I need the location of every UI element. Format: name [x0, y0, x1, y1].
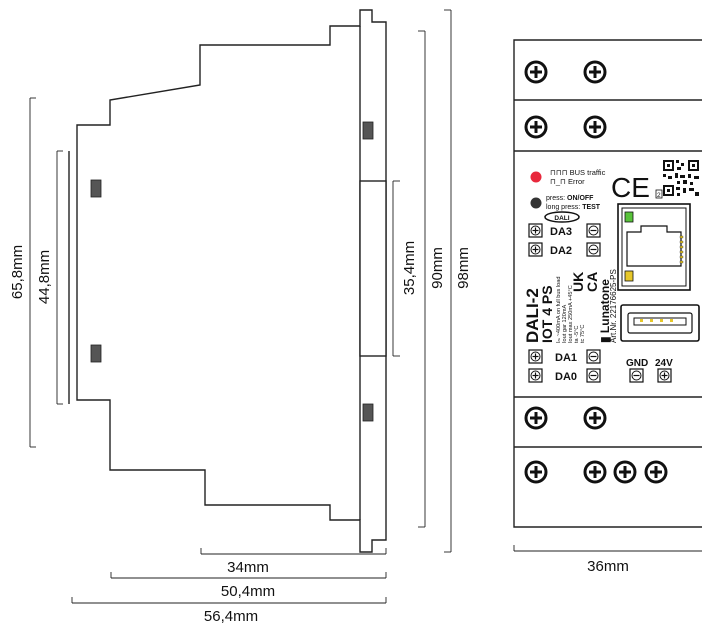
ukca-mark-line1: UK — [570, 272, 586, 292]
screw-terminal — [583, 115, 607, 139]
bottom-screw-row-2 — [524, 460, 668, 484]
led-legend-bus: ⊓⊓⊓ BUS traffic — [550, 168, 606, 177]
product-label-rotated: DALI-2 IOT 4 PS Iₘ ~400mA on full bus lo… — [523, 269, 618, 343]
article-number: Art.Nr. 22176625-PS — [609, 269, 618, 343]
dim-height-left: 65,8mm — [9, 245, 26, 299]
front-view: ⊓⊓⊓ BUS traffic ⊓_⊓ Error press: ON/OFF … — [513, 39, 702, 575]
brand-logo: ▮ Lunatone — [598, 279, 612, 343]
bottom-screw-row-1 — [524, 406, 607, 430]
top-screw-row-2 — [524, 115, 607, 139]
status-led-red — [530, 171, 542, 183]
front-width-dimension — [513, 545, 702, 552]
screw-terminal — [524, 115, 548, 139]
side-latches — [90, 121, 374, 422]
dim-front-width: 36mm — [587, 558, 629, 575]
ce-mark: CE — [611, 172, 650, 203]
link-led-green — [624, 211, 634, 223]
qr-number: 2 — [657, 192, 661, 199]
dim-height-window: 35,4mm — [401, 241, 418, 295]
side-view — [68, 9, 387, 553]
svg-text:Iₘ ~400mA on full bus load: Iₘ ~400mA on full bus load — [556, 277, 562, 343]
svg-text:DALI: DALI — [554, 215, 569, 222]
terminal-da1: DA1 — [528, 349, 601, 364]
terminal-da0: DA0 — [528, 368, 601, 383]
svg-text:tc 75°C: tc 75°C — [580, 325, 586, 343]
ethernet-port[interactable] — [617, 203, 691, 291]
dim-height-outer: 98mm — [455, 247, 472, 289]
front-outline — [513, 39, 702, 528]
activity-led-yellow — [624, 270, 634, 282]
svg-text:GND: GND — [626, 358, 648, 369]
side-window — [359, 180, 387, 357]
dim-height-front: 44,8mm — [36, 250, 53, 304]
side-profile-outline — [76, 9, 387, 553]
svg-text:ta -5°C: ta -5°C — [574, 326, 580, 343]
svg-text:DA1: DA1 — [555, 352, 577, 364]
terminal-da2: DA2 — [528, 242, 601, 257]
screw-terminal — [644, 460, 668, 484]
svg-text:DA3: DA3 — [550, 226, 572, 238]
push-button-dark[interactable] — [530, 197, 542, 209]
button-legend-press: press: ON/OFF — [546, 195, 594, 202]
led-legend-error: ⊓_⊓ Error — [550, 177, 585, 186]
latch-mark — [90, 344, 102, 363]
screw-terminal — [583, 406, 607, 430]
terminal-24v: 24V — [655, 358, 673, 383]
screw-terminal — [613, 460, 637, 484]
top-screw-row-1 — [524, 60, 607, 84]
latch-mark — [362, 403, 374, 422]
button-legend-long: long press: TEST — [546, 204, 601, 211]
dali-logo: DALI — [544, 211, 580, 223]
dim-depth-total: 56,4mm — [204, 608, 258, 625]
usb-port[interactable] — [620, 304, 700, 342]
latch-mark — [90, 179, 102, 198]
dim-depth-front: 34mm — [227, 559, 269, 576]
side-vertical-dimensions — [29, 9, 452, 553]
svg-text:DA2: DA2 — [550, 245, 572, 257]
screw-terminal — [524, 60, 548, 84]
screw-terminal — [583, 460, 607, 484]
ukca-mark-line2: CA — [584, 272, 600, 292]
side-horizontal-dimensions — [71, 548, 387, 604]
terminal-gnd: GND — [626, 358, 648, 383]
terminal-da3: DA3 — [528, 223, 601, 238]
svg-text:24V: 24V — [655, 358, 673, 369]
svg-text:Iout gar 120mA: Iout gar 120mA — [562, 304, 568, 343]
product-name-line1: DALI-2 — [523, 288, 542, 343]
dim-depth-mid: 50,4mm — [221, 583, 275, 600]
svg-text:DA0: DA0 — [555, 371, 577, 383]
latch-mark — [362, 121, 374, 140]
svg-text:Iout max 250mA +45°C: Iout max 250mA +45°C — [568, 285, 574, 343]
product-name-line2: IOT 4 PS — [539, 285, 555, 343]
screw-terminal — [524, 406, 548, 430]
qr-code-icon — [663, 160, 699, 196]
screw-terminal — [524, 460, 548, 484]
screw-terminal — [583, 60, 607, 84]
dim-height-body: 90mm — [429, 247, 446, 289]
